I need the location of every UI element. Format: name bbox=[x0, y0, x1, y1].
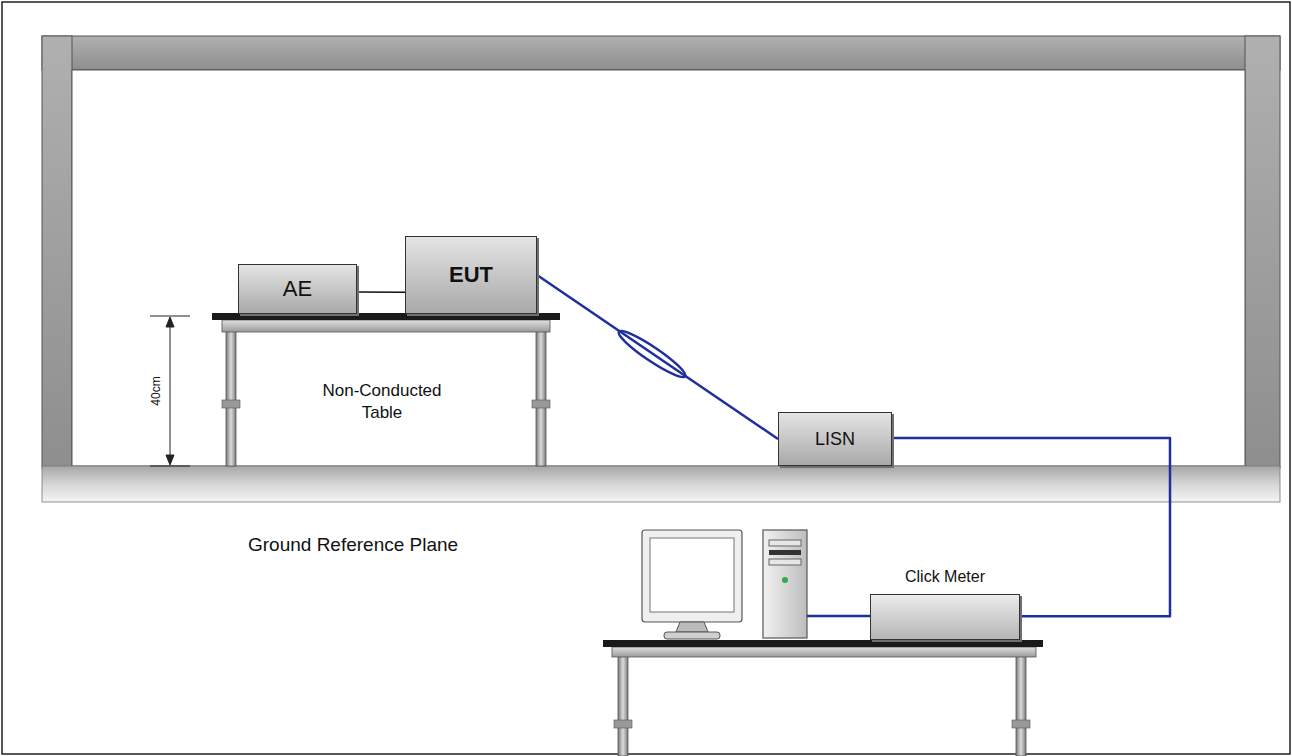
lisn-box: LISN bbox=[778, 412, 892, 466]
meter-housing bbox=[870, 594, 1020, 640]
computer-tower bbox=[763, 530, 807, 638]
click-meter: Click Meter bbox=[870, 566, 1020, 640]
non-conducted-table bbox=[212, 313, 560, 466]
node-label: LISN bbox=[815, 428, 855, 450]
cable bbox=[537, 275, 778, 439]
auxiliary-equipment-box: AE bbox=[238, 264, 357, 314]
cable bbox=[357, 291, 405, 293]
eut-box: EUT bbox=[405, 236, 537, 314]
shielded-room bbox=[42, 36, 1280, 502]
height-dimension bbox=[150, 316, 190, 466]
control-table bbox=[603, 640, 1043, 756]
monitor bbox=[642, 530, 742, 639]
table-label: Non-Conducted Table bbox=[312, 380, 452, 424]
data-cable bbox=[807, 615, 878, 618]
node-label: EUT bbox=[449, 264, 493, 286]
node-label: AE bbox=[283, 278, 312, 300]
ground-plane-label: Ground Reference Plane bbox=[248, 533, 458, 558]
cable bbox=[892, 438, 1170, 616]
node-label: Click Meter bbox=[870, 566, 1020, 588]
height-dimension-label: 40cm bbox=[149, 376, 165, 405]
